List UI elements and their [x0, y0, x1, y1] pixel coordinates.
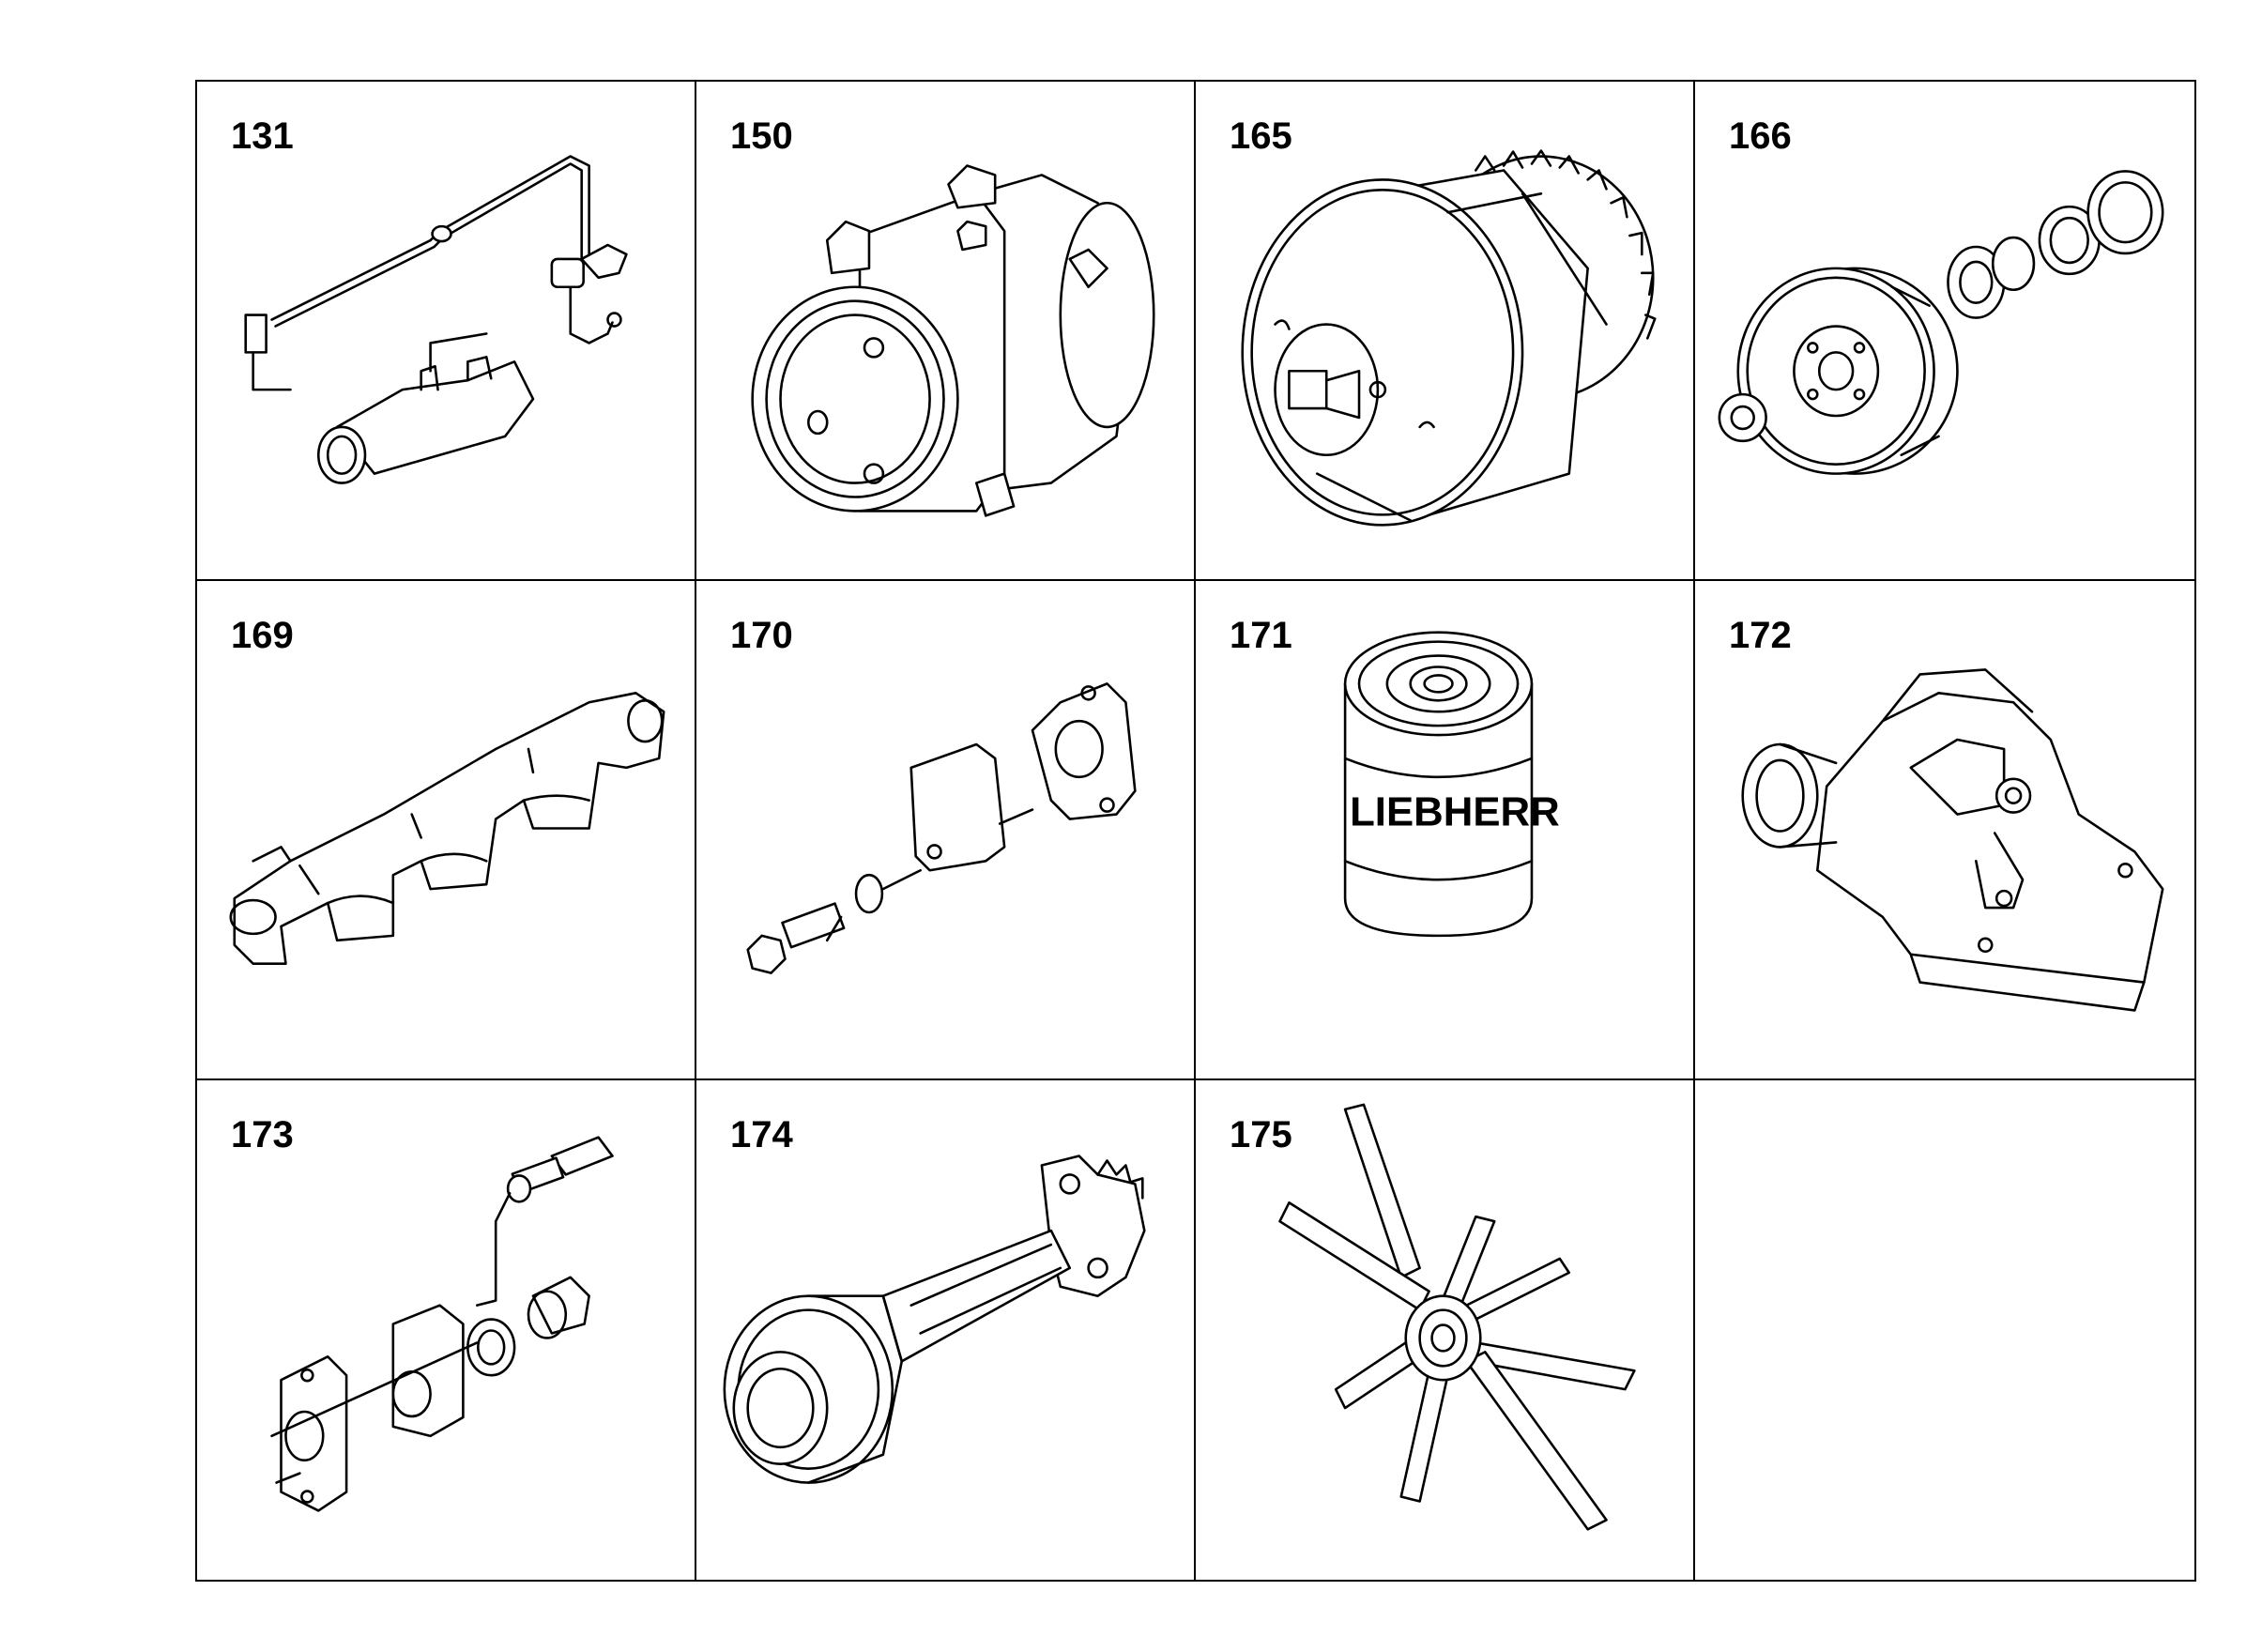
drive-shaft-icon	[723, 1155, 1146, 1484]
part-cell-empty	[1695, 1080, 2194, 1580]
part-cell-131: 131	[197, 82, 696, 581]
hose-line-with-sensor-icon	[244, 155, 628, 484]
part-number: 171	[1230, 615, 1292, 656]
part-number: 175	[1230, 1114, 1292, 1155]
part-number: 173	[231, 1114, 294, 1155]
fan-clutch-icon	[1241, 149, 1657, 527]
part-number: 172	[1729, 615, 1792, 656]
parts-grid: 131 150	[195, 80, 2196, 1582]
fan-blade-icon	[1278, 1103, 1636, 1531]
filter-logo-text: LIEBHERR	[1350, 789, 1560, 835]
part-number: 150	[730, 115, 793, 157]
exhaust-manifold-icon	[229, 692, 665, 965]
part-cell-173: 173	[197, 1080, 696, 1580]
thermostat-housing-icon	[1741, 668, 2164, 1012]
part-cell-150: 150	[696, 82, 1196, 581]
oil-filter-icon: LIEBHERR	[1343, 631, 1560, 938]
part-number: 169	[231, 615, 294, 656]
part-cell-166: 166	[1695, 82, 2194, 581]
part-number: 165	[1230, 115, 1292, 157]
part-number: 174	[730, 1114, 793, 1155]
part-cell-175: 175	[1196, 1080, 1695, 1580]
part-number: 170	[730, 615, 793, 656]
part-number: 166	[1729, 115, 1792, 157]
part-cell-169: 169	[197, 581, 696, 1080]
part-number: 131	[231, 115, 294, 157]
part-cell-170: 170	[696, 581, 1196, 1080]
part-cell-172: 172	[1695, 581, 2194, 1080]
part-cell-174: 174	[696, 1080, 1196, 1580]
cover-plate-with-gasket-icon	[746, 682, 1137, 974]
flange-with-plug-icon	[270, 1136, 614, 1512]
water-pump-pulley-icon	[1718, 170, 2164, 475]
part-cell-171: 171 LIEBHERR	[1196, 581, 1695, 1080]
ac-compressor-icon	[751, 164, 1155, 517]
part-cell-165: 165	[1196, 82, 1695, 581]
